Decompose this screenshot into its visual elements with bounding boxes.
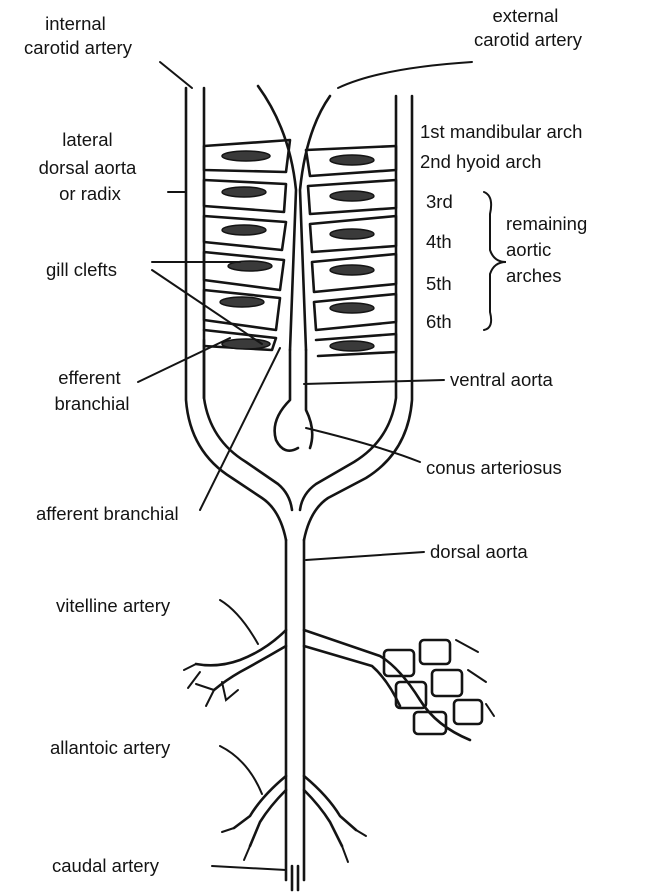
label-lateral-dorsal-aorta: lateral dorsal aorta or radix [39,129,142,204]
label-arch-4: 4th [426,231,452,252]
label-allantoic-artery: allantoic artery [50,737,171,758]
label-arch-6: 6th [426,311,452,332]
ventral-aorta-left [275,350,298,451]
label-arch-3: 3rd [426,191,453,212]
label-vitelline-artery: vitelline artery [56,595,171,616]
label-external-carotid: external carotid artery [474,5,583,50]
label-efferent-branchial: efferent branchial [54,367,129,414]
caudal-artery-vessel [292,866,298,890]
ventral-aorta-top-left [258,86,296,350]
right-arches [306,146,396,356]
label-afferent-branchial: afferent branchial [36,503,179,524]
label-remaining-arches: remaining aortic arches [506,213,592,286]
label-arch-5: 5th [426,273,452,294]
left-arches [204,140,290,350]
label-arch-1: 1st mandibular arch [420,121,582,142]
label-caudal-artery: caudal artery [52,855,160,876]
label-arch-2: 2nd hyoid arch [420,151,541,172]
label-conus-arteriosus: conus arteriosus [426,457,562,478]
vitelline-capillary-net [384,640,494,734]
label-dorsal-aorta: dorsal aorta [430,541,528,562]
ventral-aorta-right [306,350,312,448]
labels: internal carotid artery external carotid… [24,5,592,876]
vitelline-artery-vessel [196,630,286,665]
label-ventral-aorta: ventral aorta [450,369,554,390]
label-internal-carotid: internal carotid artery [24,13,133,58]
label-gill-clefts: gill clefts [46,259,117,280]
